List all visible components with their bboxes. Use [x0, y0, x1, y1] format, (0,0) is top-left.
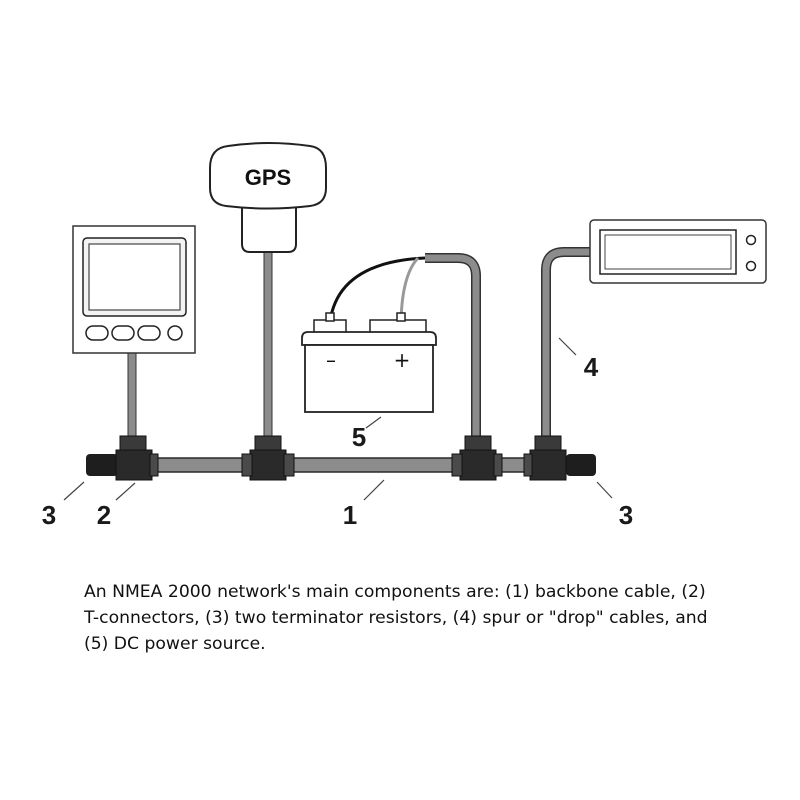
- t-connector: [241, 435, 295, 481]
- leader-line: [63, 481, 85, 501]
- t-connector: [115, 435, 159, 481]
- callout-drop-cable: 4: [584, 352, 599, 382]
- gps-label: GPS: [245, 165, 291, 190]
- display-button: [85, 325, 109, 341]
- terminator-left: [86, 454, 118, 476]
- drop-cable-display: [127, 352, 137, 438]
- display-button: [167, 325, 183, 341]
- display-button: [111, 325, 135, 341]
- battery-negative-terminal: [325, 312, 335, 322]
- battery-plus-sign: +: [394, 348, 411, 372]
- callout-terminator-right: 3: [619, 500, 633, 530]
- t-connector: [523, 435, 567, 481]
- battery-minus-sign: –: [326, 348, 336, 372]
- battery: – +: [301, 312, 437, 413]
- callout-power-source: 5: [352, 422, 366, 452]
- callout-t-connector: 2: [97, 500, 111, 530]
- nmea2000-network-diagram: GPS – +: [42, 142, 767, 530]
- leader-line: [596, 481, 613, 499]
- instrument-meter: [589, 219, 767, 284]
- meter-knob: [745, 234, 757, 246]
- meter-knob: [745, 260, 757, 272]
- callout-backbone: 1: [343, 500, 357, 530]
- callout-terminator-left: 3: [42, 500, 56, 530]
- drop-cable-gps: [263, 251, 273, 438]
- gps-antenna: GPS: [209, 142, 327, 253]
- leader-line: [115, 482, 136, 501]
- display-unit: [72, 225, 196, 354]
- drop-cable-meter: [541, 247, 592, 437]
- battery-negative-lead: [328, 256, 426, 323]
- terminator-right: [566, 454, 596, 476]
- t-connector: [451, 435, 503, 481]
- leader-line: [558, 337, 577, 356]
- battery-positive-terminal: [396, 312, 406, 322]
- caption: An NMEA 2000 network's main components a…: [84, 582, 708, 654]
- leader-line: [363, 479, 385, 501]
- leader-line: [365, 416, 382, 429]
- display-button: [137, 325, 161, 341]
